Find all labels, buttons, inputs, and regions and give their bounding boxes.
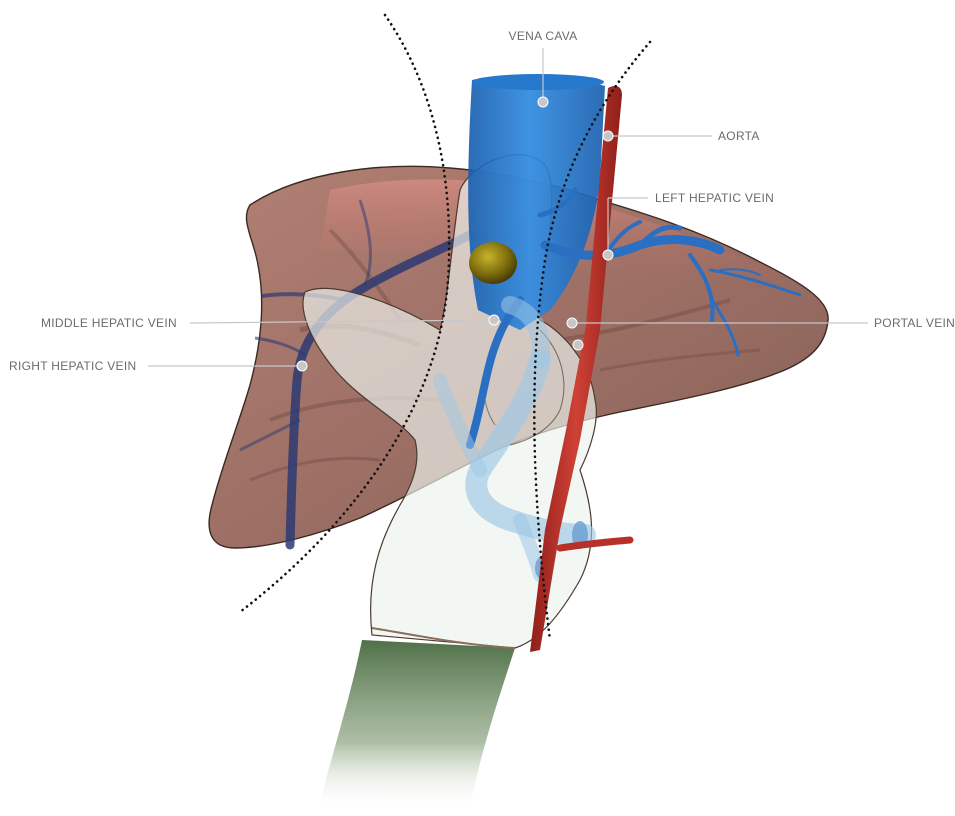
label-right-hepatic-vein: RIGHT HEPATIC VEIN xyxy=(9,359,136,373)
label-aorta: AORTA xyxy=(718,129,760,143)
portal-vein-marker-1 xyxy=(567,318,577,328)
aorta-marker xyxy=(603,131,613,141)
sleeve xyxy=(318,640,515,811)
left-hepatic-vein-marker xyxy=(603,250,613,260)
label-vena-cava: VENA CAVA xyxy=(509,29,578,43)
portal-vein-marker-2 xyxy=(573,340,583,350)
label-portal-vein: PORTAL VEIN xyxy=(874,316,955,330)
vena-cava-marker xyxy=(538,97,548,107)
middle-hepatic-vein-marker xyxy=(489,315,499,325)
tumor xyxy=(469,242,517,284)
label-middle-hepatic-vein: MIDDLE HEPATIC VEIN xyxy=(41,316,177,330)
label-left-hepatic-vein: LEFT HEPATIC VEIN xyxy=(655,191,774,205)
right-hepatic-vein-marker xyxy=(297,361,307,371)
